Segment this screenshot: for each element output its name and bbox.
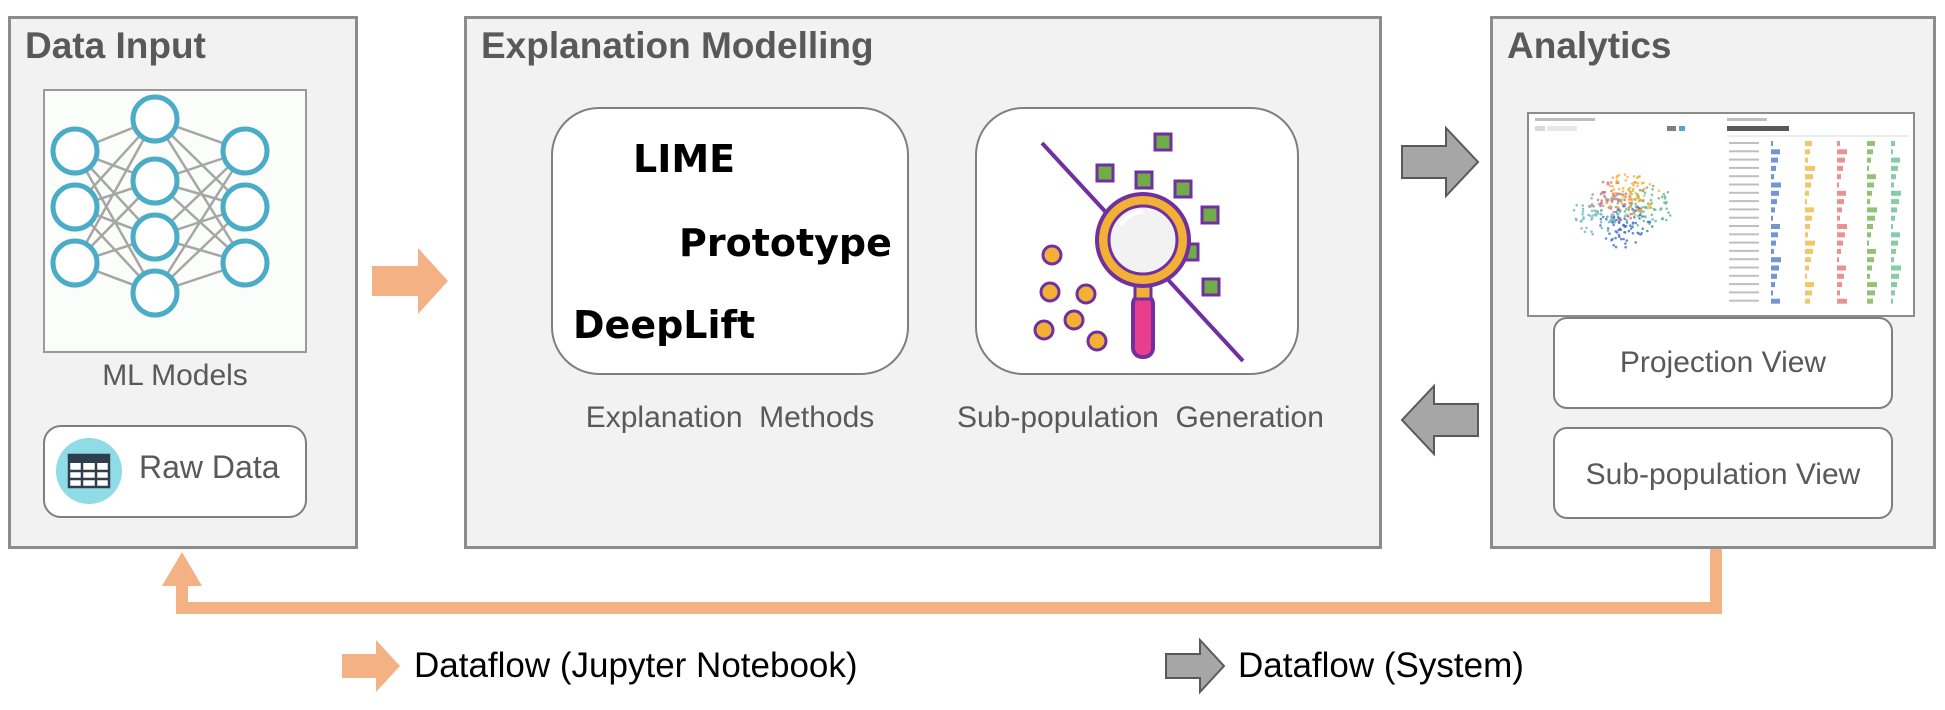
analytics-title: Analytics (1507, 25, 1672, 66)
subpopulation-generation-box (975, 107, 1299, 375)
explanation-modelling-title: Explanation Modelling (481, 25, 874, 66)
subpopulation-view-label: Sub-population View (1585, 458, 1861, 491)
nn-node (220, 182, 270, 232)
explanation-methods-box: LIME Prototype DeepLift (551, 107, 909, 375)
method-deeplift: DeepLift (573, 303, 756, 347)
data-input-panel: Data Input ML Models Raw Data (8, 16, 358, 549)
projection-view-button[interactable]: Projection View (1553, 317, 1893, 409)
ml-models-image (43, 89, 307, 353)
nn-node (50, 238, 100, 288)
raw-data-label: Raw Data (139, 449, 280, 485)
nn-node (220, 238, 270, 288)
subpopulation-view-button[interactable]: Sub-population View (1553, 427, 1893, 519)
explanation-modelling-panel: Explanation Modelling LIME Prototype Dee… (464, 16, 1382, 549)
legend-jupyter-arrow-icon (342, 640, 400, 692)
analytics-panel: Analytics Projection View Sub-population… (1490, 16, 1936, 549)
nn-node (130, 212, 180, 262)
arrow-right-icon (1401, 125, 1480, 199)
projection-view-label: Projection View (1619, 346, 1827, 379)
legend-system-label: Dataflow (System) (1238, 646, 1524, 685)
legend-jupyter-label: Dataflow (Jupyter Notebook) (414, 646, 858, 685)
nn-node (50, 182, 100, 232)
feedback-loop-arrow (176, 549, 1722, 614)
ml-models-label: ML Models (102, 359, 248, 392)
magnifier-icon (1033, 132, 1245, 363)
nn-node (50, 126, 100, 176)
data-input-title: Data Input (25, 25, 206, 66)
arrow-left-icon (1400, 383, 1479, 457)
table-icon (56, 438, 122, 504)
explanation-methods-label: Explanation Methods (585, 401, 875, 434)
method-prototype: Prototype (679, 221, 892, 265)
nn-node (220, 126, 270, 176)
arrow-right-icon (372, 248, 448, 314)
nn-node (130, 156, 180, 206)
arrow-up-icon (162, 552, 202, 586)
nn-node (130, 268, 180, 318)
nn-node (130, 94, 180, 144)
method-lime: LIME (633, 137, 736, 181)
legend-system-arrow-icon (1165, 637, 1226, 695)
raw-data-box: Raw Data (43, 425, 307, 518)
neural-network-icon (50, 94, 270, 318)
subpopulation-generation-label: Sub-population Generation (957, 401, 1324, 434)
system-screenshot-thumbnail (1527, 112, 1915, 317)
